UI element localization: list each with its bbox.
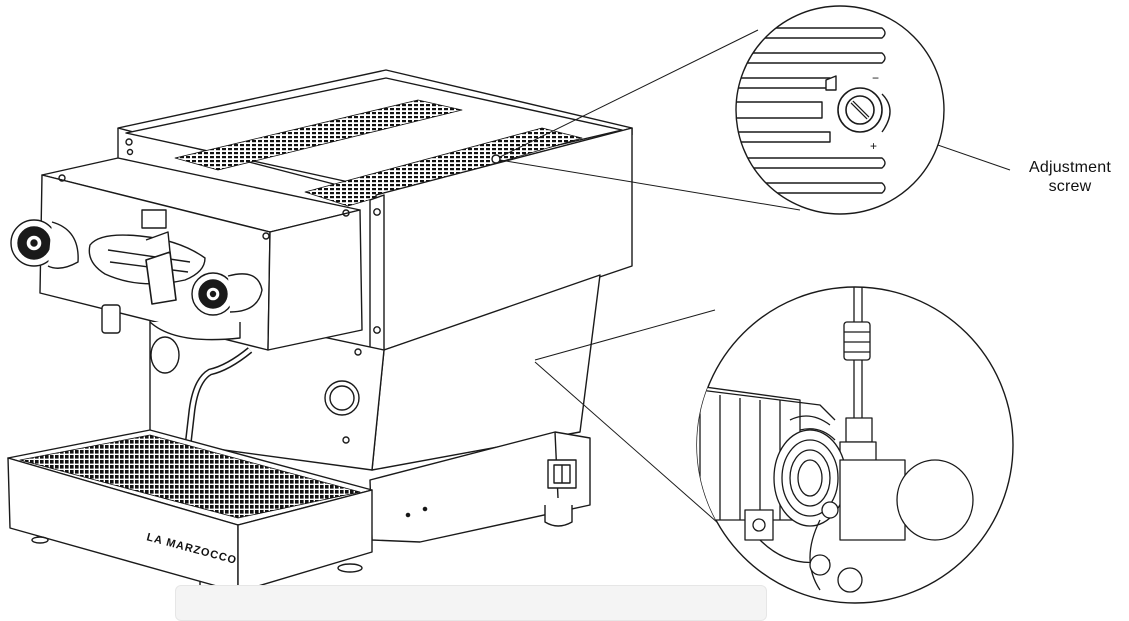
adjustment-screw-label: Adjustment screw — [1010, 158, 1129, 196]
hot-water-knob — [191, 272, 263, 316]
brew-paddle — [88, 231, 206, 305]
pump-coupling-detail — [696, 286, 1014, 604]
callout-line-2: screw — [1048, 178, 1092, 195]
callout-line-1: Adjustment — [1028, 159, 1112, 176]
minus-symbol: − — [872, 71, 879, 85]
plus-symbol: + — [870, 139, 877, 153]
top-cover — [117, 69, 633, 207]
drip-tray — [7, 429, 373, 593]
steam-knob — [10, 219, 79, 269]
machine-base — [199, 431, 591, 601]
side-panel — [149, 127, 633, 471]
caption-bar — [175, 585, 767, 621]
adjustment-screw-detail: − + — [735, 5, 945, 215]
